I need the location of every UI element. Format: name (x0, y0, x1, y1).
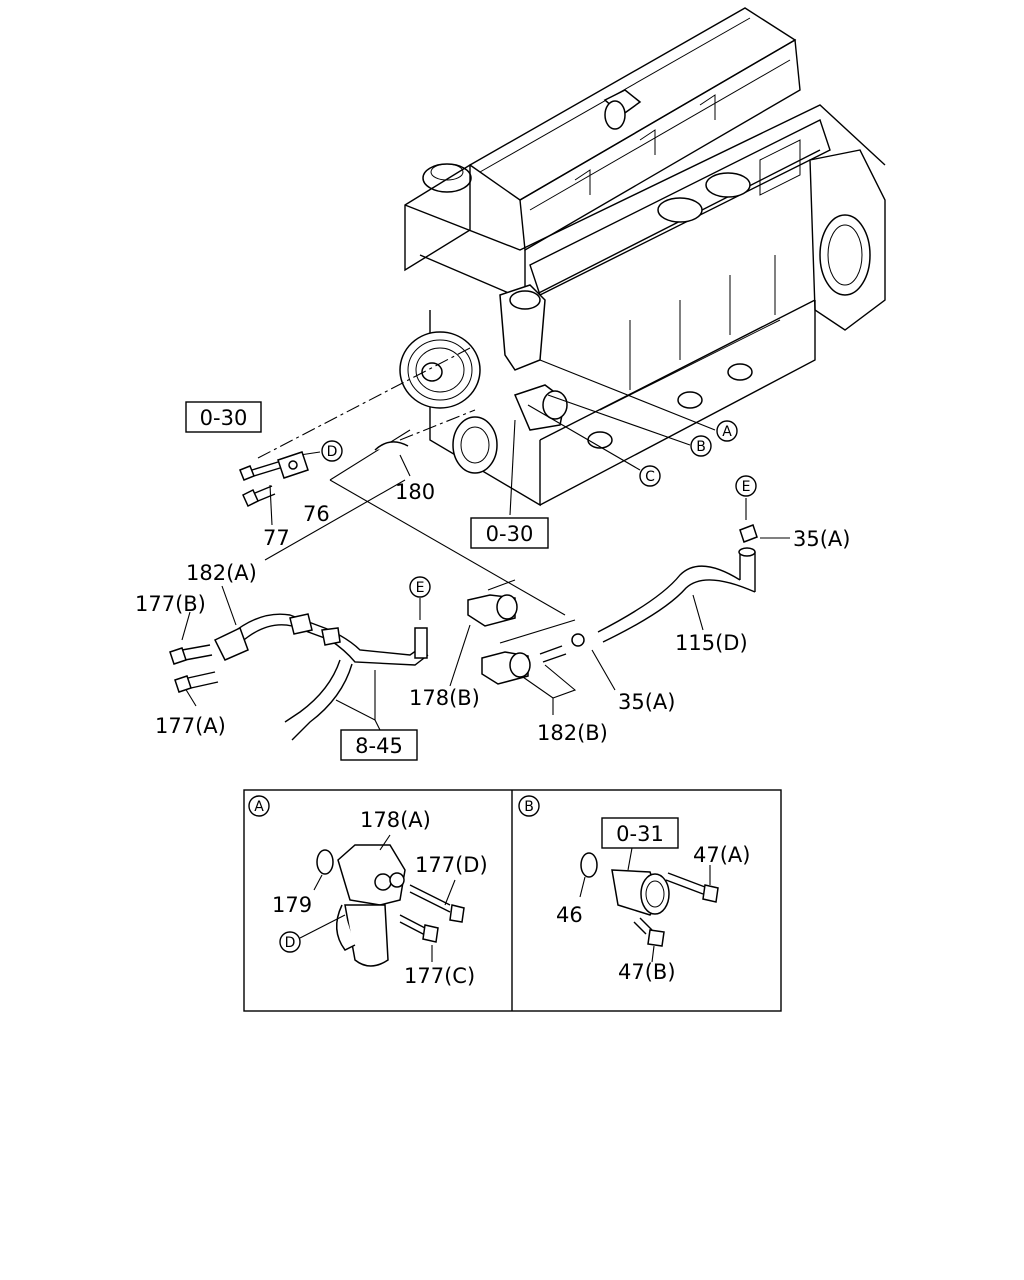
label-177d: 177(D) (415, 853, 488, 877)
svg-text:C: C (645, 469, 655, 485)
label-47b: 47(B) (618, 960, 676, 984)
callout-b: B (690, 435, 712, 457)
label-179: 179 (272, 893, 312, 917)
label-177a: 177(A) (155, 714, 226, 738)
label-35a-lower: 35(A) (618, 690, 675, 714)
callout-e-lower: E (409, 576, 431, 598)
engine-block (399, 7, 886, 507)
label-180: 180 (395, 480, 435, 504)
part-labels: 76 77 180 182(A) 177(B) 177(A) 178(B) 18… (135, 480, 850, 745)
callout-c: C (639, 465, 661, 487)
label-182b: 182(B) (537, 721, 608, 745)
svg-text:D: D (327, 444, 338, 460)
reference-box-030-top[interactable]: 0-30 (185, 401, 262, 433)
ref-030-top-label: 0-30 (200, 406, 248, 430)
svg-text:B: B (696, 439, 706, 455)
label-47a: 47(A) (693, 843, 750, 867)
svg-text:A: A (722, 424, 732, 440)
svg-text:B: B (524, 799, 534, 815)
callout-d: D (321, 440, 343, 462)
svg-text:A: A (254, 799, 264, 815)
label-35a-upper: 35(A) (793, 527, 850, 551)
label-76: 76 (303, 502, 330, 526)
label-178b: 178(B) (409, 686, 480, 710)
svg-text:E: E (742, 479, 751, 495)
leader-lines (181, 347, 790, 731)
label-177c: 177(C) (404, 964, 475, 988)
label-182a: 182(A) (186, 561, 257, 585)
label-46: 46 (556, 903, 583, 927)
detail-b: B 0-31 47(A) 46 47 (518, 795, 750, 984)
reference-box-031[interactable]: 0-31 (601, 817, 679, 849)
reference-box-845[interactable]: 8-45 (340, 729, 418, 761)
loose-parts (169, 441, 758, 741)
detail-panel: A D 178(A) 177 (243, 789, 782, 1012)
reference-box-030-mid[interactable]: 0-30 (470, 517, 549, 549)
label-177b: 177(B) (135, 592, 206, 616)
callout-e-upper: E (735, 475, 757, 497)
detail-a: A D 178(A) 177 (248, 795, 488, 988)
ref-031-label: 0-31 (616, 822, 664, 846)
label-178a: 178(A) (360, 808, 431, 832)
ref-030-mid-label: 0-30 (486, 522, 534, 546)
label-115d: 115(D) (675, 631, 748, 655)
svg-text:D: D (285, 935, 296, 951)
label-77: 77 (263, 526, 290, 550)
ref-845-label: 8-45 (355, 734, 403, 758)
callout-a: A (716, 420, 738, 442)
svg-text:E: E (416, 580, 425, 596)
